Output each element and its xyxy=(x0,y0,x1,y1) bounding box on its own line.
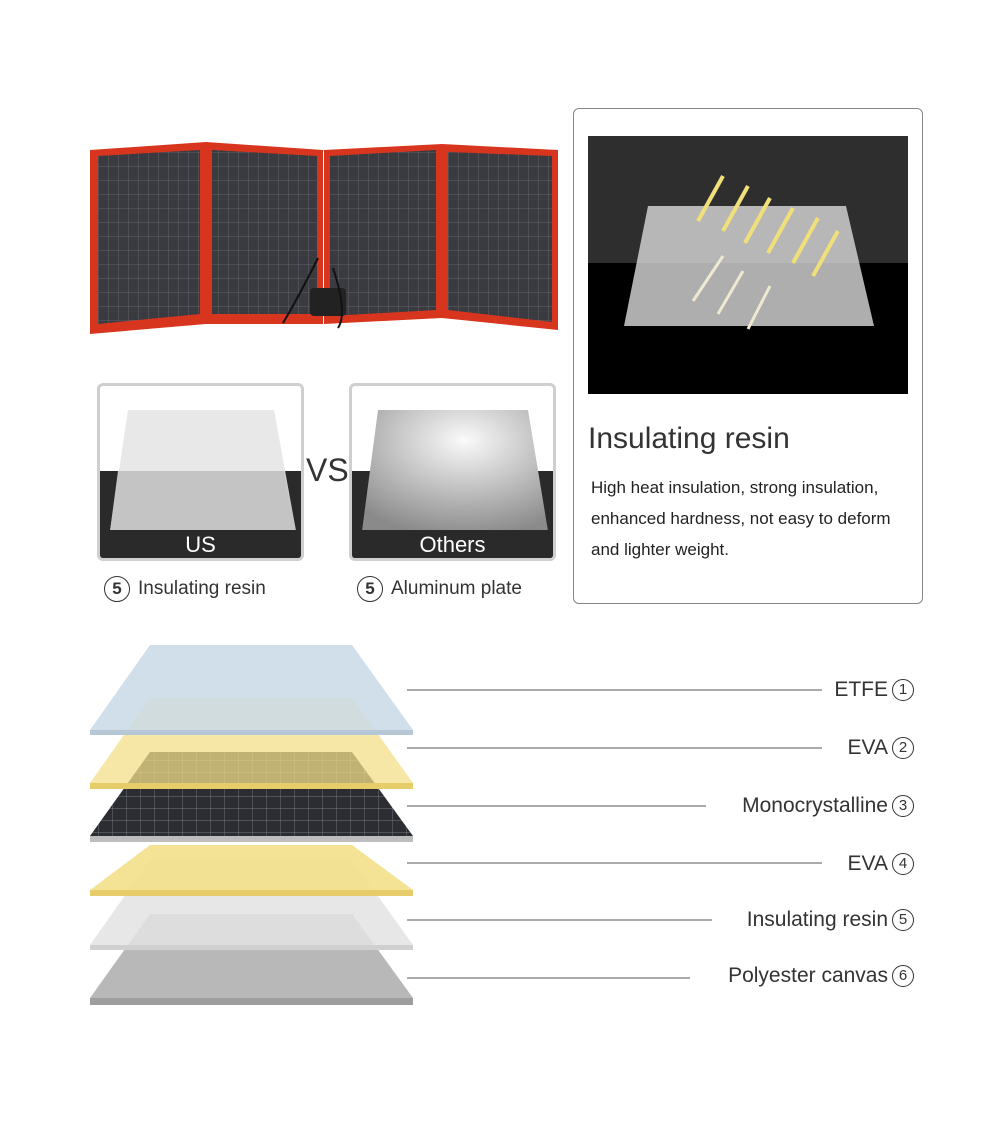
us-caption: 5 Insulating resin xyxy=(104,576,266,602)
layer-name: ETFE xyxy=(834,678,888,701)
layer-eva-4 xyxy=(90,845,413,896)
layer-name: EVA xyxy=(847,852,888,875)
layer-etfe xyxy=(90,645,413,735)
number-badge: 3 xyxy=(892,795,914,817)
layer-name: EVA xyxy=(847,736,888,759)
layer-name: Polyester canvas xyxy=(728,964,888,987)
info-card xyxy=(573,108,923,604)
layer-name: Insulating resin xyxy=(746,908,888,931)
solar-panel-image xyxy=(90,142,558,334)
vs-label: VS xyxy=(306,452,349,488)
others-caption-text: Aluminum plate xyxy=(391,578,522,599)
comparison-us-card: US xyxy=(97,383,304,561)
number-badge: 2 xyxy=(892,737,914,759)
us-label: US xyxy=(100,530,301,558)
others-caption: 5 Aluminum plate xyxy=(357,576,522,602)
comparison-others-card: Others xyxy=(349,383,556,561)
number-badge: 4 xyxy=(892,853,914,875)
info-description: High heat insulation, strong insulation,… xyxy=(591,478,891,559)
number-badge: 1 xyxy=(892,679,914,701)
number-badge: 5 xyxy=(892,909,914,931)
layer-name: Monocrystalline xyxy=(742,794,888,817)
others-label: Others xyxy=(352,530,553,558)
number-badge: 6 xyxy=(892,965,914,987)
info-title: Insulating resin xyxy=(588,422,790,455)
number-badge: 5 xyxy=(357,576,383,602)
us-caption-text: Insulating resin xyxy=(138,578,266,599)
layer-stack-diagram xyxy=(90,645,822,1005)
heat-insulation-illustration xyxy=(588,136,908,394)
number-badge: 5 xyxy=(104,576,130,602)
